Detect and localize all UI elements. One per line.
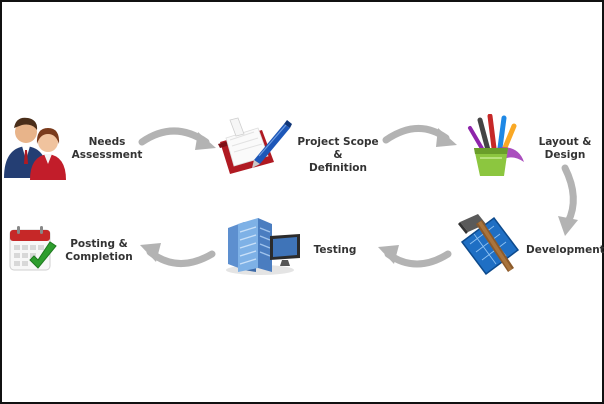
arrow-testing-to-posting-head — [140, 243, 161, 262]
label-testing: Testing — [313, 244, 357, 256]
step-needs-assessment — [2, 112, 70, 182]
arrow-needs-to-scope — [138, 127, 210, 146]
step-project-scope — [214, 116, 294, 176]
step-testing — [224, 214, 306, 276]
servers-monitor-icon — [226, 218, 300, 275]
label-project-scope: Project Scope & Definition — [297, 136, 379, 174]
arrow-needs-to-scope-head — [195, 132, 216, 150]
label-layout-design: Layout & Design — [538, 136, 592, 161]
calendar-check-icon — [9, 226, 57, 271]
step-layout-design — [462, 114, 526, 180]
people-icon — [4, 117, 66, 180]
hammer-blueprint-icon — [458, 214, 520, 276]
arrow-layout-to-development — [561, 164, 577, 226]
arrow-testing-to-posting — [146, 248, 216, 267]
paint-brushes-cup-icon — [468, 114, 524, 176]
notepad-pen-icon — [218, 117, 292, 174]
arrow-scope-to-layout-head — [436, 128, 457, 147]
label-needs-assessment: Needs Assessment — [71, 136, 143, 161]
arrow-development-to-testing — [384, 250, 452, 268]
label-development: Development — [526, 244, 604, 256]
arrow-layout-to-development-head — [558, 216, 578, 236]
step-development — [456, 212, 522, 282]
label-posting-completion: Posting & Completion — [65, 238, 133, 263]
arrow-development-to-testing-head — [378, 245, 399, 264]
step-posting-completion — [8, 224, 58, 274]
